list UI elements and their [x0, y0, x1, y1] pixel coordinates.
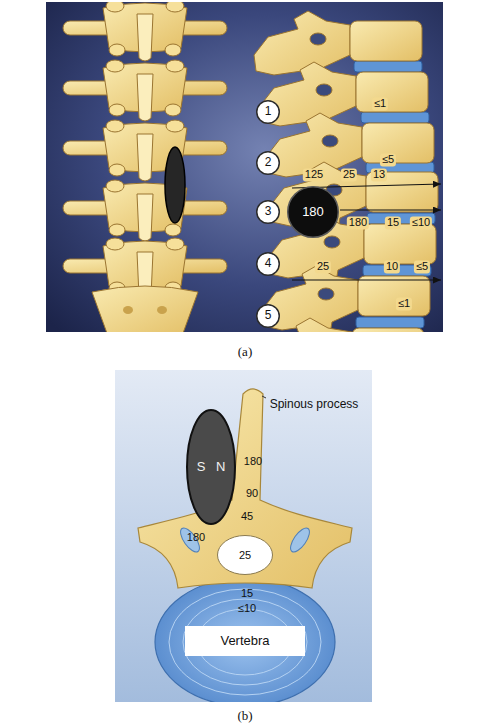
- vertebral-arch: [138, 389, 352, 588]
- panel-label: (a): [238, 344, 252, 360]
- field-value: ≤1: [396, 297, 412, 310]
- field-value: ≤5: [414, 260, 430, 273]
- node-text: 1: [265, 105, 272, 119]
- node-text: 25: [239, 549, 251, 562]
- field-value: 10: [384, 260, 400, 273]
- node-text: S: [197, 460, 206, 475]
- level-number-circle: 5: [256, 304, 280, 328]
- leader-tick: [262, 396, 266, 398]
- field-value: ≤10: [410, 216, 432, 229]
- vertebra-label-box-shape: [185, 626, 305, 656]
- magnet-ellipse-outline: [186, 409, 236, 525]
- field-value: ≤5: [380, 153, 396, 166]
- lateral-vertebra: [254, 11, 422, 81]
- disc: [356, 317, 424, 328]
- vertebral-body: [155, 578, 335, 702]
- level-number-circle: 3: [256, 200, 280, 224]
- disc: [361, 112, 429, 123]
- posterior-vertebra: [63, 180, 227, 241]
- magnet-ellipse-shape: [187, 410, 235, 524]
- posterior-vertebra: [63, 60, 227, 121]
- field-arrow: [292, 279, 441, 280]
- magnet-ellipse: SN: [186, 409, 236, 525]
- level-number-circle-shape: [257, 253, 280, 276]
- node-text: 3: [265, 205, 272, 219]
- field-arrow: [340, 209, 441, 210]
- lateral-vertebra: [262, 266, 430, 332]
- node-text: Vertebra: [220, 634, 269, 649]
- field-value: ≤1: [372, 97, 388, 110]
- level-number-circle: 1: [256, 100, 280, 124]
- node-text: 2: [265, 156, 272, 170]
- lateral-vertebra: [260, 62, 428, 132]
- level-number-circle-shape: [257, 101, 280, 124]
- field-value: 45: [241, 510, 253, 523]
- spinal-canal-shape: [218, 536, 273, 575]
- spinal-canal: 25: [217, 535, 273, 575]
- vertebra-axial-illustration: [138, 389, 352, 702]
- field-value: 15: [241, 587, 253, 600]
- level-number-circle-shape: [257, 305, 280, 328]
- field-value: 15: [385, 216, 401, 229]
- vertebra-label-box: Vertebra: [185, 626, 305, 656]
- disc: [354, 61, 422, 72]
- spine-illustration: [63, 2, 441, 332]
- magnet-disc: 180: [287, 186, 339, 238]
- posterior-vertebra: [63, 120, 227, 181]
- lateral-vertebra: [256, 318, 424, 332]
- field-value: 90: [246, 487, 258, 500]
- field-value: 180: [187, 531, 205, 544]
- node-text: 5: [265, 309, 272, 323]
- magnet-posterior: [165, 147, 185, 223]
- part-name: Spinous process: [270, 397, 359, 411]
- node-text: 4: [265, 257, 272, 271]
- body-ring: [169, 589, 321, 695]
- level-number-circle-shape: [257, 152, 280, 175]
- sacrum: [92, 286, 198, 332]
- node-text: 180: [302, 205, 324, 220]
- node-text: N: [216, 460, 225, 475]
- field-value: 125: [303, 168, 325, 181]
- body-ring: [183, 599, 307, 685]
- field-value: 180: [244, 455, 262, 468]
- field-value: 25: [315, 260, 331, 273]
- sacral-foramen: [157, 306, 167, 314]
- field-value: 25: [341, 168, 357, 181]
- level-number-circle-shape: [257, 201, 280, 224]
- panel-label: (b): [237, 708, 252, 724]
- facet-joint: [287, 525, 313, 555]
- posterior-vertebra: [63, 2, 227, 61]
- field-value: ≤10: [238, 602, 256, 615]
- sacral-foramen: [123, 306, 133, 314]
- field-value: 13: [371, 168, 387, 181]
- field-value: 180: [347, 216, 369, 229]
- level-number-circle: 4: [256, 252, 280, 276]
- level-number-circle: 2: [256, 151, 280, 175]
- magnet-disc-shape: [288, 187, 339, 238]
